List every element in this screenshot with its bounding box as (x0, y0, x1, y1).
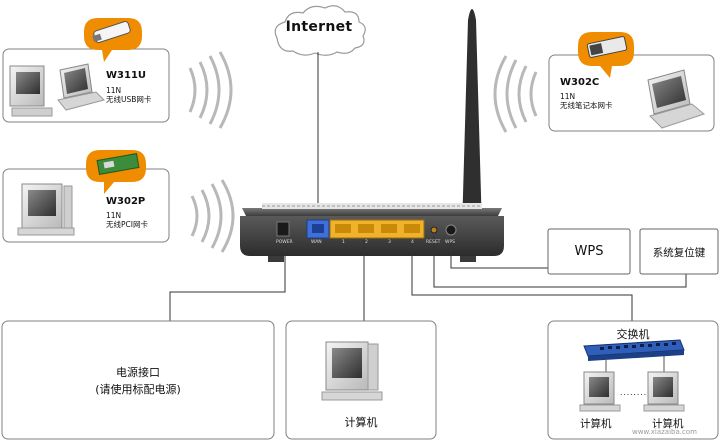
wifi-waves-w311u (188, 51, 233, 129)
watermark: www.xiazaiba.com (632, 428, 697, 436)
port-label-1: 1 (342, 240, 345, 245)
switch-device (583, 339, 685, 372)
power-label: 电源接口 (116, 366, 160, 379)
w311u-model: W311U (106, 70, 147, 81)
wps-button (445, 224, 457, 236)
w302c-model: W302C (560, 77, 600, 88)
wifi-waves-w302p (190, 179, 235, 253)
switch-computer-left (579, 371, 621, 412)
router (240, 9, 504, 262)
reset-label: 系统复位键 (652, 247, 706, 259)
port-label-2: 2 (365, 240, 368, 245)
w302p-model: W302P (106, 196, 146, 207)
port-label-power: POWER (276, 240, 293, 245)
wps-label: WPS (574, 244, 604, 259)
switch-title: 交换机 (616, 328, 650, 341)
reset-button (430, 226, 438, 234)
usb-adapter-callout (84, 18, 142, 62)
internet-cloud (274, 5, 366, 56)
computer-label: 计算机 (344, 416, 378, 429)
w311u-spec: 11N (106, 86, 122, 95)
w311u-computers (9, 63, 105, 117)
lan-ports (329, 219, 425, 239)
w302p-desc: 无线PCI网卡 (106, 220, 148, 229)
w311u-desc: 无线USB网卡 (106, 95, 152, 104)
w302p-computer (17, 183, 75, 236)
wifi-waves-w302c (493, 55, 538, 133)
switch-computer-right-label: 计算机 (652, 418, 684, 430)
w302c-desc: 无线笔记本网卡 (560, 101, 613, 110)
port-label-wan: WAN (311, 240, 322, 245)
reset-label-box (639, 228, 719, 275)
power-port (276, 221, 290, 237)
power-box (1, 320, 275, 440)
switch-computer-right (643, 371, 685, 412)
port-label-wps: WPS (445, 240, 456, 245)
port-label-4: 4 (411, 240, 414, 245)
center-computer (321, 341, 383, 401)
w302p-spec: 11N (106, 211, 122, 220)
router-antenna (462, 9, 482, 230)
internet-label: Internet (285, 19, 353, 35)
port-label-reset: RESET (426, 240, 441, 245)
pci-card-callout (86, 150, 146, 194)
wps-label-box (547, 228, 631, 275)
w302c-laptop (647, 69, 706, 129)
notebook-card-callout (578, 32, 634, 78)
w302c-spec: 11N (560, 92, 576, 101)
port-label-3: 3 (388, 240, 391, 245)
power-note: (请使用标配电源) (95, 383, 181, 396)
wires (169, 236, 687, 321)
switch-computer-left-label: 计算机 (580, 418, 612, 430)
switch-dots: ........ (620, 388, 648, 397)
